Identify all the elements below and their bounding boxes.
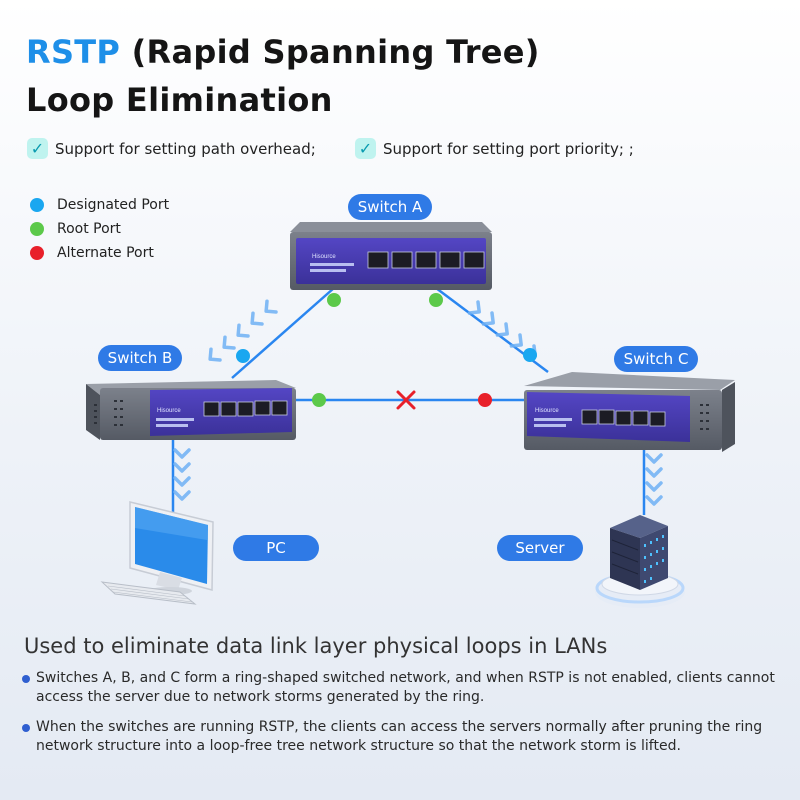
title-line2: Loop Elimination xyxy=(26,81,333,119)
switch-a-label: Switch A xyxy=(348,194,432,220)
legend-root: Root Port xyxy=(30,217,169,241)
legend-label: Alternate Port xyxy=(57,245,154,261)
designated-port-b xyxy=(236,349,250,363)
title-accent: RSTP xyxy=(26,33,121,71)
root-port-b-c xyxy=(312,393,326,407)
legend-label: Designated Port xyxy=(57,197,170,213)
brand-label: Hisource xyxy=(157,408,181,414)
root-port-a-b xyxy=(327,293,341,307)
legend-label: Root Port xyxy=(57,221,121,237)
pc-icon xyxy=(100,501,214,605)
switch-b-device: Hisource xyxy=(86,380,296,440)
flow-arrows-b-pc xyxy=(173,448,191,501)
legend-alternate: Alternate Port xyxy=(30,241,169,265)
green-dot-icon xyxy=(30,222,44,236)
bullet-icon xyxy=(22,675,30,683)
blue-dot-icon xyxy=(30,198,44,212)
designated-port-c xyxy=(523,348,537,362)
x-mark-icon xyxy=(396,390,416,410)
check-icon: ✓ xyxy=(27,138,48,159)
list-item: Switches A, B, and C form a ring-shaped … xyxy=(22,669,782,707)
switch-b-label: Switch B xyxy=(98,345,182,371)
feature-label: Support for setting port priority; ; xyxy=(383,139,634,158)
brand-label: Hisource xyxy=(312,254,336,260)
title-rest: (Rapid Spanning Tree) xyxy=(120,33,540,71)
legend-designated: Designated Port xyxy=(30,193,169,217)
server-icon xyxy=(595,515,685,608)
bullet-text: Switches A, B, and C form a ring-shaped … xyxy=(36,670,775,705)
link-a-b xyxy=(231,287,335,379)
bullet-icon xyxy=(22,724,30,732)
check-icon: ✓ xyxy=(355,138,376,159)
server-label: Server xyxy=(497,535,583,561)
red-dot-icon xyxy=(30,246,44,260)
alternate-port-c xyxy=(478,393,492,407)
legend: Designated Port Root Port Alternate Port xyxy=(30,193,169,265)
flow-arrows-c-server xyxy=(645,453,663,506)
switch-c-label: Switch C xyxy=(614,346,698,372)
bullet-text: When the switches are running RSTP, the … xyxy=(36,719,763,754)
switch-a-device: Hisource xyxy=(290,222,492,290)
brand-label: Hisource xyxy=(535,408,559,414)
section-title: Used to eliminate data link layer physic… xyxy=(24,634,608,658)
list-item: When the switches are running RSTP, the … xyxy=(22,718,782,756)
page-title: RSTP (Rapid Spanning Tree) Loop Eliminat… xyxy=(26,28,540,124)
root-port-a-c xyxy=(429,293,443,307)
port-markers xyxy=(236,293,537,407)
switch-c-device: Hisource xyxy=(524,372,735,452)
pc-label: PC xyxy=(233,535,319,561)
feature-path-overhead: ✓ Support for setting path overhead; xyxy=(27,138,316,159)
feature-label: Support for setting path overhead; xyxy=(55,139,316,158)
feature-port-priority: ✓ Support for setting port priority; ; xyxy=(355,138,634,159)
